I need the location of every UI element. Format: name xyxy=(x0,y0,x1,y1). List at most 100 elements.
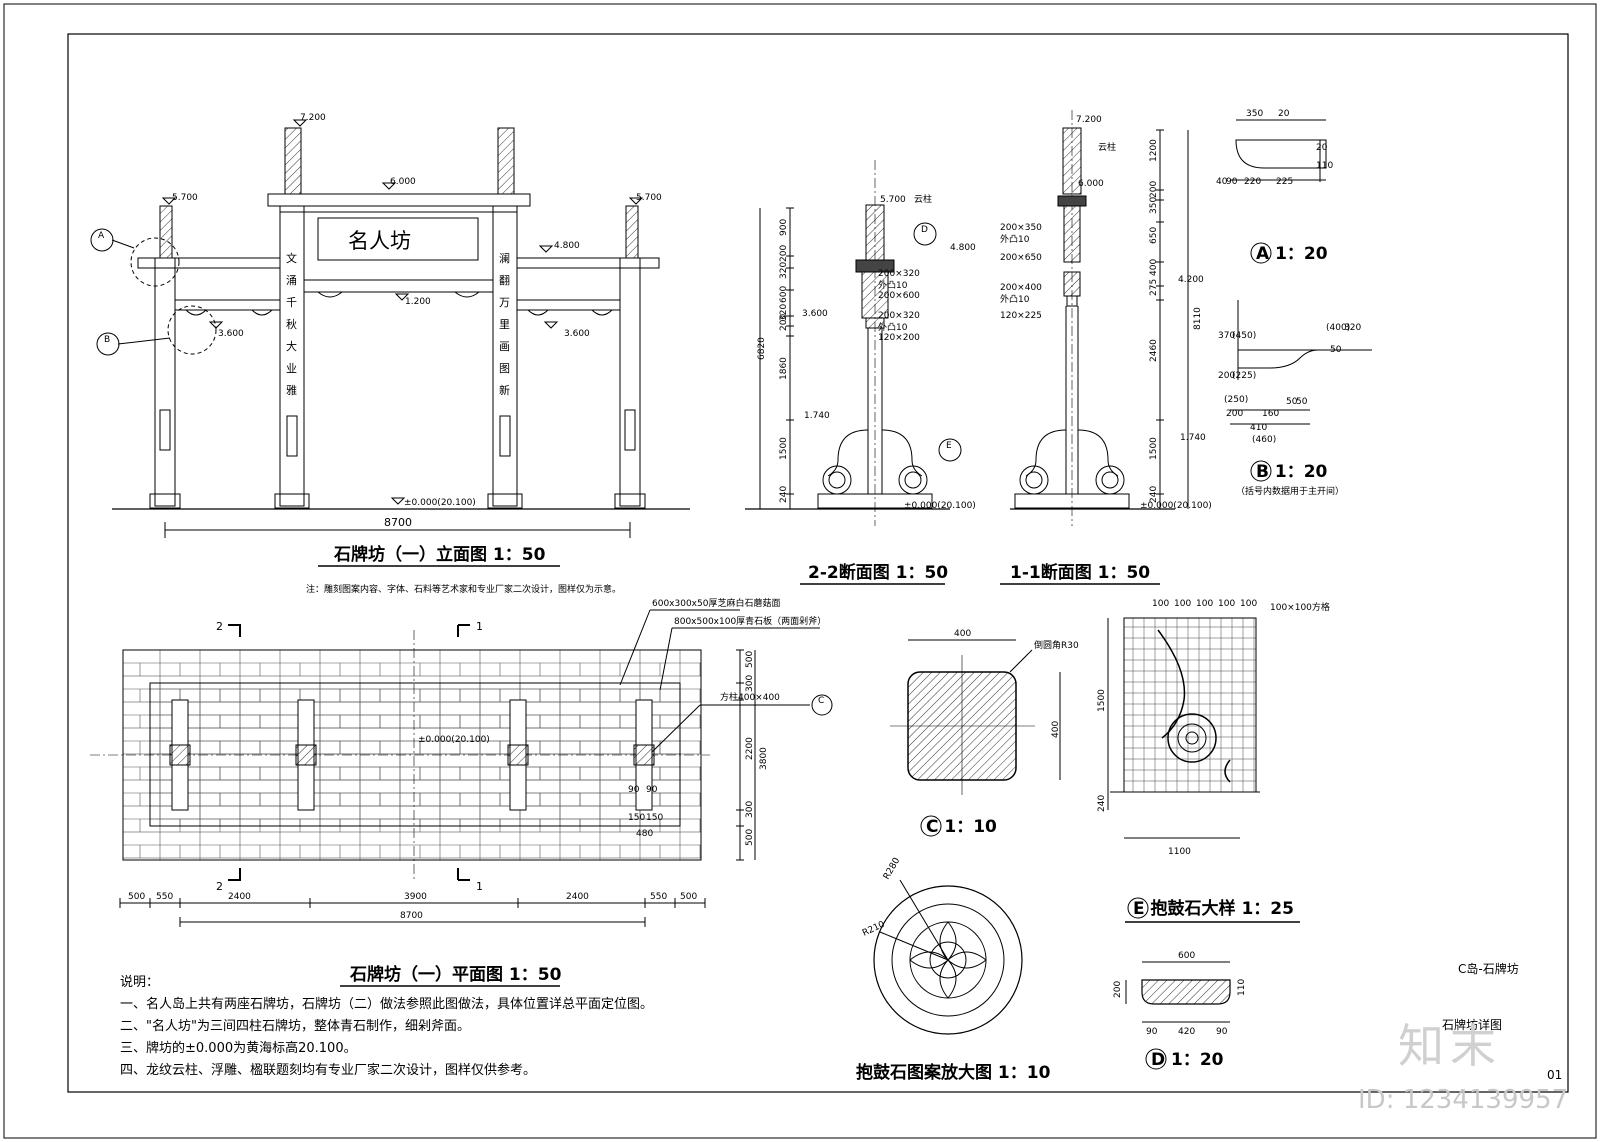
left-couplet-char-7: 雅 xyxy=(286,383,297,397)
detail-b-tag xyxy=(1250,460,1272,482)
detail-c-tag xyxy=(920,815,942,837)
sec11-total: 8110 xyxy=(1193,307,1203,330)
sec22-lv-1740: 1.740 xyxy=(804,411,830,421)
sec11-lv-6000: 6.000 xyxy=(1078,179,1104,189)
watermark-logo: 知末 xyxy=(1398,1019,1502,1073)
tag-a-circle xyxy=(90,228,114,252)
level-5700-right: 5.700 xyxy=(636,193,662,203)
tag-a: A xyxy=(98,231,105,241)
sec22-lv-3600: 3.600 xyxy=(802,309,828,319)
detail-e-drawing xyxy=(1107,617,1260,839)
sheet-subtitle: 石牌坊详图 xyxy=(1442,1018,1503,1032)
tag-e-circle xyxy=(938,438,962,462)
plan-small-dim-4: 150 xyxy=(646,813,663,823)
sec11-lv-top: 7.200 xyxy=(1076,115,1102,125)
right-couplet-char-5: 画 xyxy=(499,340,510,353)
detail-a-side-dim-1: 20 xyxy=(1316,143,1328,153)
rosette-r1: R280 xyxy=(882,856,903,882)
sec22-tag-e: E xyxy=(946,441,952,451)
sec22-lv-top: 5.700 xyxy=(880,195,906,205)
sheet-label: C岛-石牌坊 xyxy=(1458,962,1519,976)
notes-block: 说明： 一、名人岛上共有两座石牌坊，石牌坊（二）做法参照此图做法，具体位置详总平… xyxy=(120,972,720,1082)
plan-bottom-dim-3: 2400 xyxy=(228,892,251,902)
detail-a-side-dim-2: 110 xyxy=(1316,161,1333,171)
sec11-dim-1: 1200 xyxy=(1149,139,1159,162)
right-couplet-char-7: 新 xyxy=(499,383,510,397)
plaque-text: 名人坊 xyxy=(348,229,411,253)
sec22-dim-2: 200 xyxy=(779,245,789,262)
detail-c-drawing xyxy=(890,639,1061,795)
detail-e-base: 240 xyxy=(1097,795,1107,812)
plan-right-dim-2: 300 xyxy=(745,675,755,692)
detail-b-dim-13: (460) xyxy=(1252,435,1276,445)
sec22-spec-4: 200×320 xyxy=(878,311,920,321)
plan-callout-2: 800x500x100厚青石板（两面剁斧） xyxy=(674,615,826,627)
plan-column xyxy=(633,744,655,766)
sec11-lv-zero: ±0.000(20.100) xyxy=(1140,501,1212,511)
plan-sec-2-top: 2 xyxy=(216,620,223,633)
detail-d-bottom-dim-2: 420 xyxy=(1178,1027,1195,1037)
plan-small-dim-5: 480 xyxy=(636,829,653,839)
cloud-column xyxy=(625,205,639,259)
plan-bottom-dim-2: 550 xyxy=(156,892,173,902)
detail-b-dim-3: (400) xyxy=(1326,323,1350,333)
rosette-title: 抱鼓石图案放大图 1：10 xyxy=(856,1062,1051,1083)
detail-d-side: 110 xyxy=(1237,979,1247,996)
level-1200: 1.200 xyxy=(405,297,431,307)
detail-a-bottom-dim-4: 225 xyxy=(1276,177,1293,187)
plan-callout-3: 方柱400×400 xyxy=(720,691,780,703)
detail-d-bottom-dim-1: 90 xyxy=(1146,1027,1158,1037)
plan-callout-1: 600x300x50厚芝麻白石蘑菇面 xyxy=(652,597,780,609)
section11-drawing xyxy=(1010,110,1189,526)
sec22-total: 6820 xyxy=(757,337,767,360)
detail-b-drawing xyxy=(1230,300,1372,425)
cloud-column xyxy=(159,205,173,259)
detail-d-height: 200 xyxy=(1113,981,1123,998)
sec22-dim-5: 320 xyxy=(779,304,789,321)
detail-d-title: D 1：20 xyxy=(1151,1050,1224,1070)
sec11-spec-2: 外凸10 xyxy=(1000,233,1030,245)
left-couplet-char-2: 涌 xyxy=(286,274,297,287)
sec22-dim-4: 600 xyxy=(779,286,789,303)
detail-a-top-dim-1: 350 xyxy=(1246,109,1263,119)
detail-e-tag xyxy=(1127,897,1149,919)
plan-bottom-dim-7: 500 xyxy=(680,892,697,902)
sec11-lv-1740: 1.740 xyxy=(1180,433,1206,443)
cloud-column xyxy=(497,127,515,195)
left-couplet-char-5: 大 xyxy=(286,339,297,353)
detail-a-bottom-dim-1: 40 xyxy=(1216,177,1228,187)
right-couplet-char-2: 翻 xyxy=(499,273,510,287)
sec22-dim-8: 1500 xyxy=(779,437,789,460)
plan-small-dim-3: 150 xyxy=(628,813,645,823)
sec11-spec-6: 120×225 xyxy=(1000,311,1042,321)
level-4800: 4.800 xyxy=(554,241,580,251)
cloud-column xyxy=(284,127,302,195)
detail-e-grid-note: 100×100方格 xyxy=(1270,601,1330,613)
detail-b-dim-5: 50 xyxy=(1330,345,1342,355)
rosette-drawing xyxy=(873,879,1023,1035)
tag-d-circle xyxy=(913,222,937,246)
outer-frame xyxy=(3,3,1597,1139)
detail-b-dim-8: (250) xyxy=(1224,395,1248,405)
detail-e-top-dim-5: 100 xyxy=(1240,599,1257,609)
detail-b-dim-9: 200 xyxy=(1226,409,1243,419)
detail-d-width: 600 xyxy=(1178,951,1195,961)
plan-right-dim-5: 500 xyxy=(745,829,755,846)
detail-a-bottom-dim-2: 90 xyxy=(1226,177,1238,187)
detail-b-dim-7: (225) xyxy=(1232,371,1256,381)
detail-a-bottom-dim-3: 220 xyxy=(1244,177,1261,187)
rosette-r2: R210 xyxy=(861,920,887,939)
sec22-spec-5: 外凸10 xyxy=(878,321,908,333)
sec22-title: 2-2断面图 1：50 xyxy=(808,562,948,583)
detail-a-drawing xyxy=(1230,119,1327,182)
detail-d-bottom-dim-3: 90 xyxy=(1216,1027,1228,1037)
sec11-dim-4: 650 xyxy=(1149,227,1159,244)
